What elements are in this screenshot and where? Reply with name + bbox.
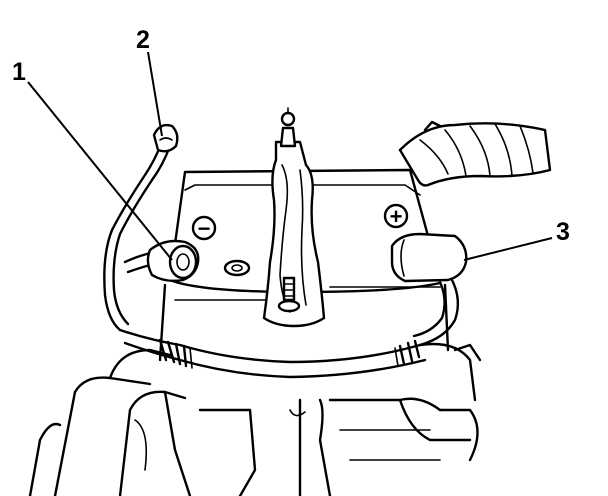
callout-1: 1 xyxy=(12,58,26,86)
negative-cable xyxy=(103,123,200,332)
leader-line-2 xyxy=(147,51,163,137)
negative-terminal-mark xyxy=(191,215,217,241)
battery: − + xyxy=(158,168,450,362)
intake-duct xyxy=(398,120,552,187)
callout-2: 2 xyxy=(136,26,150,54)
vent-cap xyxy=(223,259,251,277)
engine-compartment-parts xyxy=(28,342,482,496)
positive-cable xyxy=(390,232,468,347)
leader-lines xyxy=(27,51,553,261)
positive-symbol: + xyxy=(390,204,403,229)
leader-line-1 xyxy=(27,81,173,261)
hold-down-bracket xyxy=(262,107,326,328)
negative-symbol: − xyxy=(198,216,211,241)
callout-3: 3 xyxy=(556,218,570,246)
leader-line-3 xyxy=(463,237,553,261)
positive-terminal-boot xyxy=(390,232,468,283)
wiring-harness xyxy=(118,328,427,379)
positive-terminal-mark xyxy=(383,203,409,229)
